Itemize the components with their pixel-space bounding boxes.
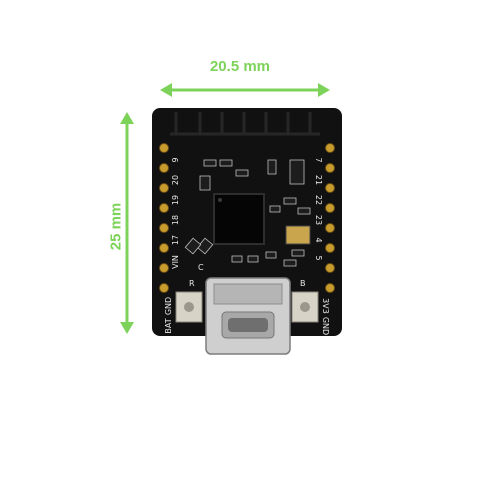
left-pin-label: 20 [171,175,180,185]
reset-button[interactable] [175,291,203,323]
left-pin-label: BAT [164,318,173,333]
right-pin-label: 23 [314,215,323,225]
right-pin-label: 7 [314,157,323,162]
left-pin-label: VIN [171,255,180,269]
microcontroller-chip [213,193,265,245]
right-pin-labels: 7 21 22 23 4 5 3V3 GND [314,157,330,335]
c-label: C [198,263,204,272]
usb-c-connector [205,277,291,355]
right-pin-label: 3V3 [321,298,330,314]
reset-button-label: R [189,279,195,288]
width-arrow [160,83,330,97]
right-pin-label: 5 [314,255,323,260]
left-pin-label: GND [164,297,173,315]
left-pin-labels: 9 20 19 18 17 VIN GND BAT [164,157,180,333]
left-pin-label: 18 [171,215,180,225]
right-pin-pads [325,143,335,293]
left-pin-label: 9 [171,157,180,162]
boot-button-label: B [300,279,306,288]
width-dimension-label: 20.5 mm [209,58,271,75]
right-pin-label: 22 [314,195,323,205]
right-pin-label: GND [321,317,330,335]
boot-button[interactable] [291,291,319,323]
left-pin-label: 17 [171,235,180,245]
smd-components [184,159,311,267]
right-pin-label: 4 [314,237,323,242]
crystal-oscillator [285,225,311,245]
height-arrow [120,112,134,334]
left-pin-pads [159,143,169,293]
left-pin-label: 19 [171,195,180,205]
right-pin-label: 21 [314,175,323,185]
